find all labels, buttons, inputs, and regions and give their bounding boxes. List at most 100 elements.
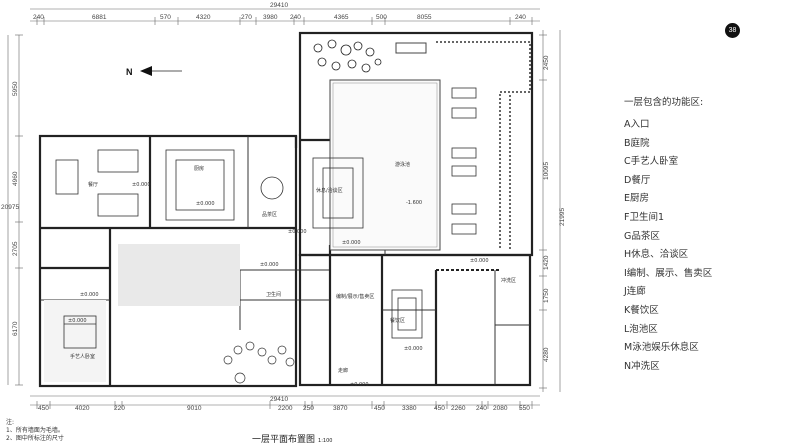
level-rest: ±0.000 bbox=[342, 240, 361, 246]
dim-bottom-4: 9010 bbox=[187, 405, 202, 412]
dining-furniture bbox=[55, 149, 139, 217]
level-kitchen: ±0.000 bbox=[196, 201, 215, 207]
room-label-rest: 休息/洽谈区 bbox=[316, 187, 343, 194]
dim-bottom-5: 2200 bbox=[278, 405, 293, 412]
dim-bottom-6: 250 bbox=[303, 405, 314, 412]
dim-bottom-12: 240 bbox=[476, 405, 487, 412]
function-zone-legend: 一层包含的功能区: A入口 B庭院 C手艺人卧室 D餐厅 E厨房 F卫生间1 G… bbox=[624, 94, 789, 376]
level-bedroom: ±0.000 bbox=[68, 318, 87, 324]
legend-title: 一层包含的功能区: bbox=[624, 97, 704, 108]
dim-bottom-14: 550 bbox=[519, 405, 530, 412]
drawing-notes: 注: 1、所有墙面为毛墙。 2、图中所标注的尺寸 bbox=[6, 419, 64, 443]
left-dimension-chain: 5950 4960 2705 6170 20975 bbox=[1, 34, 23, 386]
dim-top-4: 4320 bbox=[196, 14, 211, 21]
dim-top-9: 500 bbox=[376, 14, 387, 21]
dim-top-total: 29410 bbox=[270, 2, 288, 9]
courtyard-stepping-stones bbox=[223, 341, 295, 384]
level-south: ±0.000 bbox=[470, 258, 489, 264]
top-dimension-chain: 240 6881 570 4320 270 3980 240 4365 500 … bbox=[30, 2, 540, 25]
note-line: 1、所有墙面为毛墙。 bbox=[6, 427, 64, 434]
legend-item: F卫生间1 bbox=[624, 211, 665, 223]
plan-title-text: 一层平面布置图 bbox=[252, 435, 316, 445]
level-dining: ±0.000 bbox=[132, 182, 151, 188]
room-label-bedroom: 手艺人卧室 bbox=[70, 353, 95, 360]
level-tea: ±0.000 bbox=[288, 229, 307, 235]
hedge-borders bbox=[299, 41, 531, 386]
dim-bottom-13: 2080 bbox=[493, 405, 508, 412]
dim-top-7: 240 bbox=[290, 14, 301, 21]
dim-right-5: 4280 bbox=[543, 347, 550, 362]
kitchen-counter bbox=[165, 149, 235, 221]
right-dimension-chain: 2450 10095 1420 1750 4280 21995 bbox=[539, 30, 566, 392]
dim-top-1: 240 bbox=[33, 14, 44, 21]
pool bbox=[329, 42, 441, 251]
level-food: ±0.000 bbox=[404, 346, 423, 352]
dim-bottom-3: 220 bbox=[114, 405, 125, 412]
dim-bottom-9: 3380 bbox=[402, 405, 417, 412]
dim-bottom-8: 450 bbox=[374, 405, 385, 412]
legend-item: A入口 bbox=[624, 119, 650, 130]
dim-bottom-total: 29410 bbox=[270, 396, 288, 403]
room-label-pool: 游泳池 bbox=[395, 161, 410, 168]
dim-bottom-11: 2260 bbox=[451, 405, 466, 412]
dim-right-total: 21995 bbox=[559, 208, 566, 226]
legend-item: I编制、展示、售卖区 bbox=[624, 267, 713, 279]
room-label-corridor: 走廊 bbox=[338, 367, 348, 374]
note-line: 2、图中所标注的尺寸 bbox=[6, 435, 64, 442]
dim-right-4: 1750 bbox=[543, 288, 550, 303]
room-label-food: 餐饮区 bbox=[390, 317, 405, 324]
room-label-rinse: 冲洗区 bbox=[501, 277, 516, 284]
legend-item: N冲洗区 bbox=[624, 360, 660, 372]
legend-item: D餐厅 bbox=[624, 174, 651, 186]
food-area-furniture bbox=[391, 289, 423, 339]
dim-bottom-10: 450 bbox=[434, 405, 445, 412]
room-label-craft: 编制/展示/售卖区 bbox=[336, 293, 374, 300]
dim-left-4: 6170 bbox=[12, 321, 19, 336]
north-label: N bbox=[126, 67, 133, 77]
dim-left-1: 5950 bbox=[12, 81, 19, 96]
plan-scale: 1:100 bbox=[318, 438, 333, 444]
page-number-badge: 38 bbox=[725, 23, 740, 38]
level-pool: -1.600 bbox=[406, 200, 422, 206]
bedroom-furniture bbox=[63, 315, 97, 349]
legend-item: E厨房 bbox=[624, 193, 650, 205]
legend-item: C手艺人卧室 bbox=[624, 156, 679, 168]
dim-top-3: 570 bbox=[160, 14, 171, 21]
legend-item: G品茶区 bbox=[624, 230, 660, 242]
dim-top-10: 8055 bbox=[417, 14, 432, 21]
bedroom-floor bbox=[44, 300, 106, 382]
dim-right-3: 1420 bbox=[543, 255, 550, 270]
room-label-dining: 餐厅 bbox=[88, 181, 98, 188]
room-label-kitchen: 厨房 bbox=[194, 165, 204, 172]
pool-garden-plants bbox=[313, 39, 382, 73]
dim-left-3: 2705 bbox=[12, 241, 19, 256]
dim-top-8: 4365 bbox=[334, 14, 349, 21]
level-bath: ±0.000 bbox=[80, 292, 99, 298]
dim-top-2: 6881 bbox=[92, 14, 107, 21]
level-corridor: ±0.000 bbox=[350, 382, 369, 388]
legend-item: M泳池娱乐休息区 bbox=[624, 342, 699, 354]
legend-item: B庭院 bbox=[624, 137, 650, 149]
room-label-tea: 品茶区 bbox=[262, 211, 277, 218]
building-walls bbox=[38, 31, 534, 388]
legend-item: K餐饮区 bbox=[624, 304, 659, 316]
dim-bottom-1: 450 bbox=[38, 405, 49, 412]
dim-bottom-7: 3870 bbox=[333, 405, 348, 412]
dim-left-2: 4960 bbox=[12, 171, 19, 186]
legend-item: J连廊 bbox=[624, 286, 646, 298]
tea-furniture bbox=[260, 157, 364, 229]
pool-loungers bbox=[451, 87, 477, 235]
north-arrow: N bbox=[126, 66, 182, 77]
bottom-dimension-chain: 450 4020 220 9010 2200 250 3870 450 3380… bbox=[30, 395, 540, 412]
dim-top-5: 270 bbox=[241, 14, 252, 21]
notes-heading: 注: bbox=[6, 419, 15, 426]
dim-top-11: 240 bbox=[515, 14, 526, 21]
room-label-toilet: 卫生间 bbox=[266, 291, 281, 298]
dim-left-total: 20975 bbox=[1, 204, 19, 211]
level-hall: ±0.000 bbox=[260, 262, 279, 268]
legend-item: H休息、洽谈区 bbox=[624, 249, 689, 261]
courtyard-paving bbox=[118, 244, 240, 306]
dim-bottom-2: 4020 bbox=[75, 405, 90, 412]
